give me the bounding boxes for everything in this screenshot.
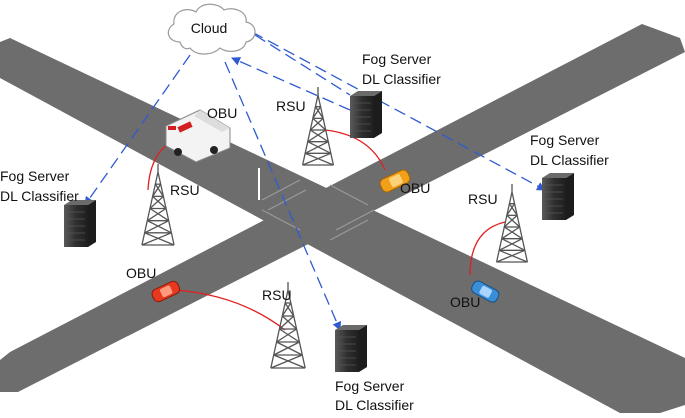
obu-label-red: OBU [126, 265, 156, 281]
link-cloud-fog-bottom [224, 61, 341, 331]
obu-label-blue: OBU [450, 294, 480, 310]
fog-right-line1: Fog Server [530, 132, 600, 148]
cloud-icon [167, 3, 256, 55]
fog-server-right-icon [542, 173, 574, 220]
wireless-rsu-top [324, 129, 386, 171]
link-cloud-fog-right [251, 31, 546, 191]
rsu-label-left: RSU [170, 182, 200, 198]
link-cloud-fog-top [231, 57, 351, 111]
fog-bottom-line1: Fog Server [335, 378, 405, 394]
rsu-tower-bottom-icon [270, 282, 306, 369]
obu-label-orange: OBU [400, 180, 430, 196]
fog-left-line2: DL Classifier [0, 188, 79, 204]
rsu-tower-right-icon [495, 184, 529, 263]
fog-server-left-icon [64, 200, 96, 247]
fog-bottom-line2: DL Classifier [335, 397, 414, 413]
fog-right-line2: DL Classifier [530, 152, 609, 168]
link-cloud-fog-top-b [254, 34, 351, 96]
link-cloud-fog-left [84, 54, 191, 206]
car-red [151, 280, 181, 303]
rsu-label-right: RSU [468, 191, 498, 207]
car-orange [379, 169, 411, 193]
rsu-tower-top-icon [301, 87, 335, 166]
fog-top-line1: Fog Server [362, 51, 432, 67]
fog-server-bottom-icon [335, 325, 367, 372]
wireless-rsu-right [469, 221, 506, 276]
cloud: Cloud [167, 3, 256, 55]
obu-label-ambulance: OBU [207, 105, 237, 121]
vehicles [151, 109, 500, 303]
fog-servers [64, 91, 574, 372]
rsu-label-bottom: RSU [262, 287, 292, 303]
fog-top-line2: DL Classifier [362, 71, 441, 87]
wireless-rsu-bottom [174, 289, 286, 331]
rsu-label-top: RSU [276, 98, 306, 114]
ambulance [165, 109, 231, 163]
crosswalk [261, 179, 375, 241]
rsu-towers [141, 87, 529, 369]
labels: OBU OBU OBU OBU RSU RSU RSU RSU Fog Serv… [0, 51, 609, 413]
cloud-label: Cloud [191, 20, 228, 36]
fog-left-line1: Fog Server [0, 168, 70, 184]
road-southwest-northeast [0, 24, 685, 392]
cloud-links [84, 31, 546, 331]
car-blue [471, 280, 500, 303]
rsu-tower-left-icon [141, 164, 175, 246]
fog-server-top-icon [350, 91, 382, 138]
